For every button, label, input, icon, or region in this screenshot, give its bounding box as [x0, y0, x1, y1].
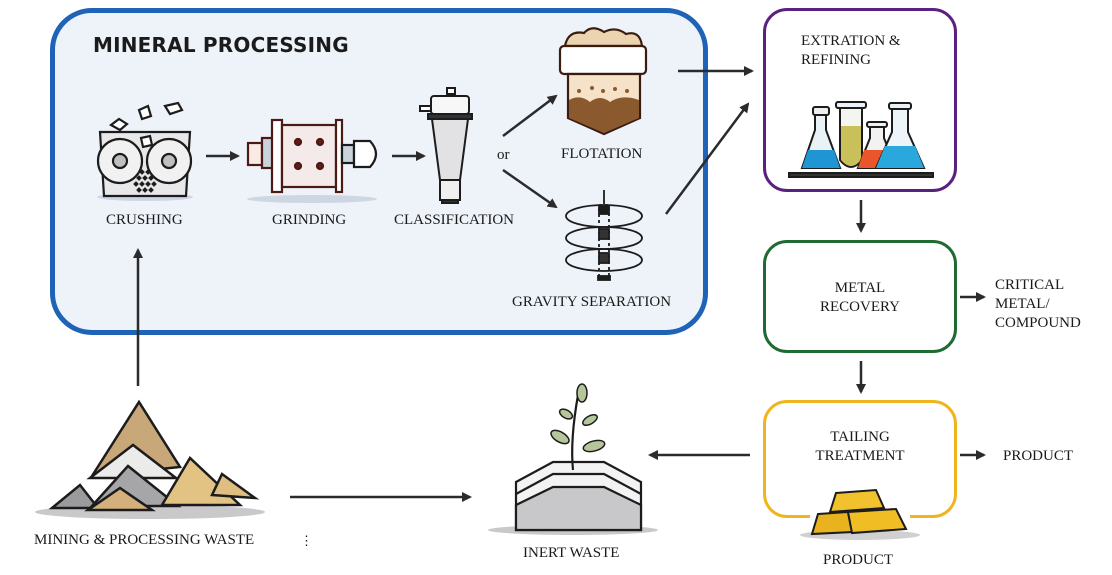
arrow-classification-to-gravity — [502, 168, 558, 209]
step-label-grinding: GRINDING — [272, 212, 347, 228]
gold-bars-product-label: PRODUCT — [823, 552, 894, 568]
inert-waste-label: INERT WASTE — [523, 545, 620, 561]
tailing-product-output: PRODUCT — [1003, 448, 1074, 464]
spiral-separator-icon — [565, 190, 643, 281]
critical-metal-line1: CRITICAL — [995, 277, 1065, 293]
step-label-flotation: FLOTATION — [561, 146, 643, 162]
step-label-classification: CLASSIFICATION — [394, 212, 515, 228]
step-label-crushing: CRUSHING — [106, 212, 183, 228]
more-options-marker: ⋮ — [300, 533, 313, 548]
ball-mill-icon — [246, 118, 378, 203]
flotation-cell-icon — [558, 27, 648, 136]
tailing-label-line1: TAILING — [830, 429, 890, 445]
flow-arrows — [133, 66, 986, 502]
recovery-label-line2: RECOVERY — [819, 299, 900, 315]
tailing-label-line2: TREATMENT — [815, 448, 905, 464]
arrow-gravity-to-extraction — [664, 102, 750, 215]
critical-metal-line2: METAL/ — [995, 296, 1050, 312]
extraction-label-line1: EXTRATION & — [801, 33, 901, 49]
hydrocyclone-icon — [419, 87, 473, 204]
recovery-label-line1: METAL — [834, 280, 886, 296]
extraction-label-line2: REFINING — [801, 52, 871, 68]
gold-bars-icon — [800, 488, 920, 540]
metal-recovery-box — [763, 240, 957, 353]
step-label-gravity-separation: GRAVITY SEPARATION — [512, 294, 672, 310]
arrow-classification-to-flotation — [502, 94, 558, 137]
landfill-sprout-icon — [488, 383, 658, 535]
mining-waste-label: MINING & PROCESSING WASTE — [34, 532, 255, 548]
branch-or-label: or — [497, 147, 510, 163]
lab-flasks-icon — [788, 101, 934, 178]
waste-piles-icon — [35, 399, 265, 519]
critical-metal-line3: COMPOUND — [995, 315, 1081, 331]
crusher-icon — [96, 101, 193, 201]
mineral-processing-title: MINERAL PROCESSING — [93, 33, 349, 57]
